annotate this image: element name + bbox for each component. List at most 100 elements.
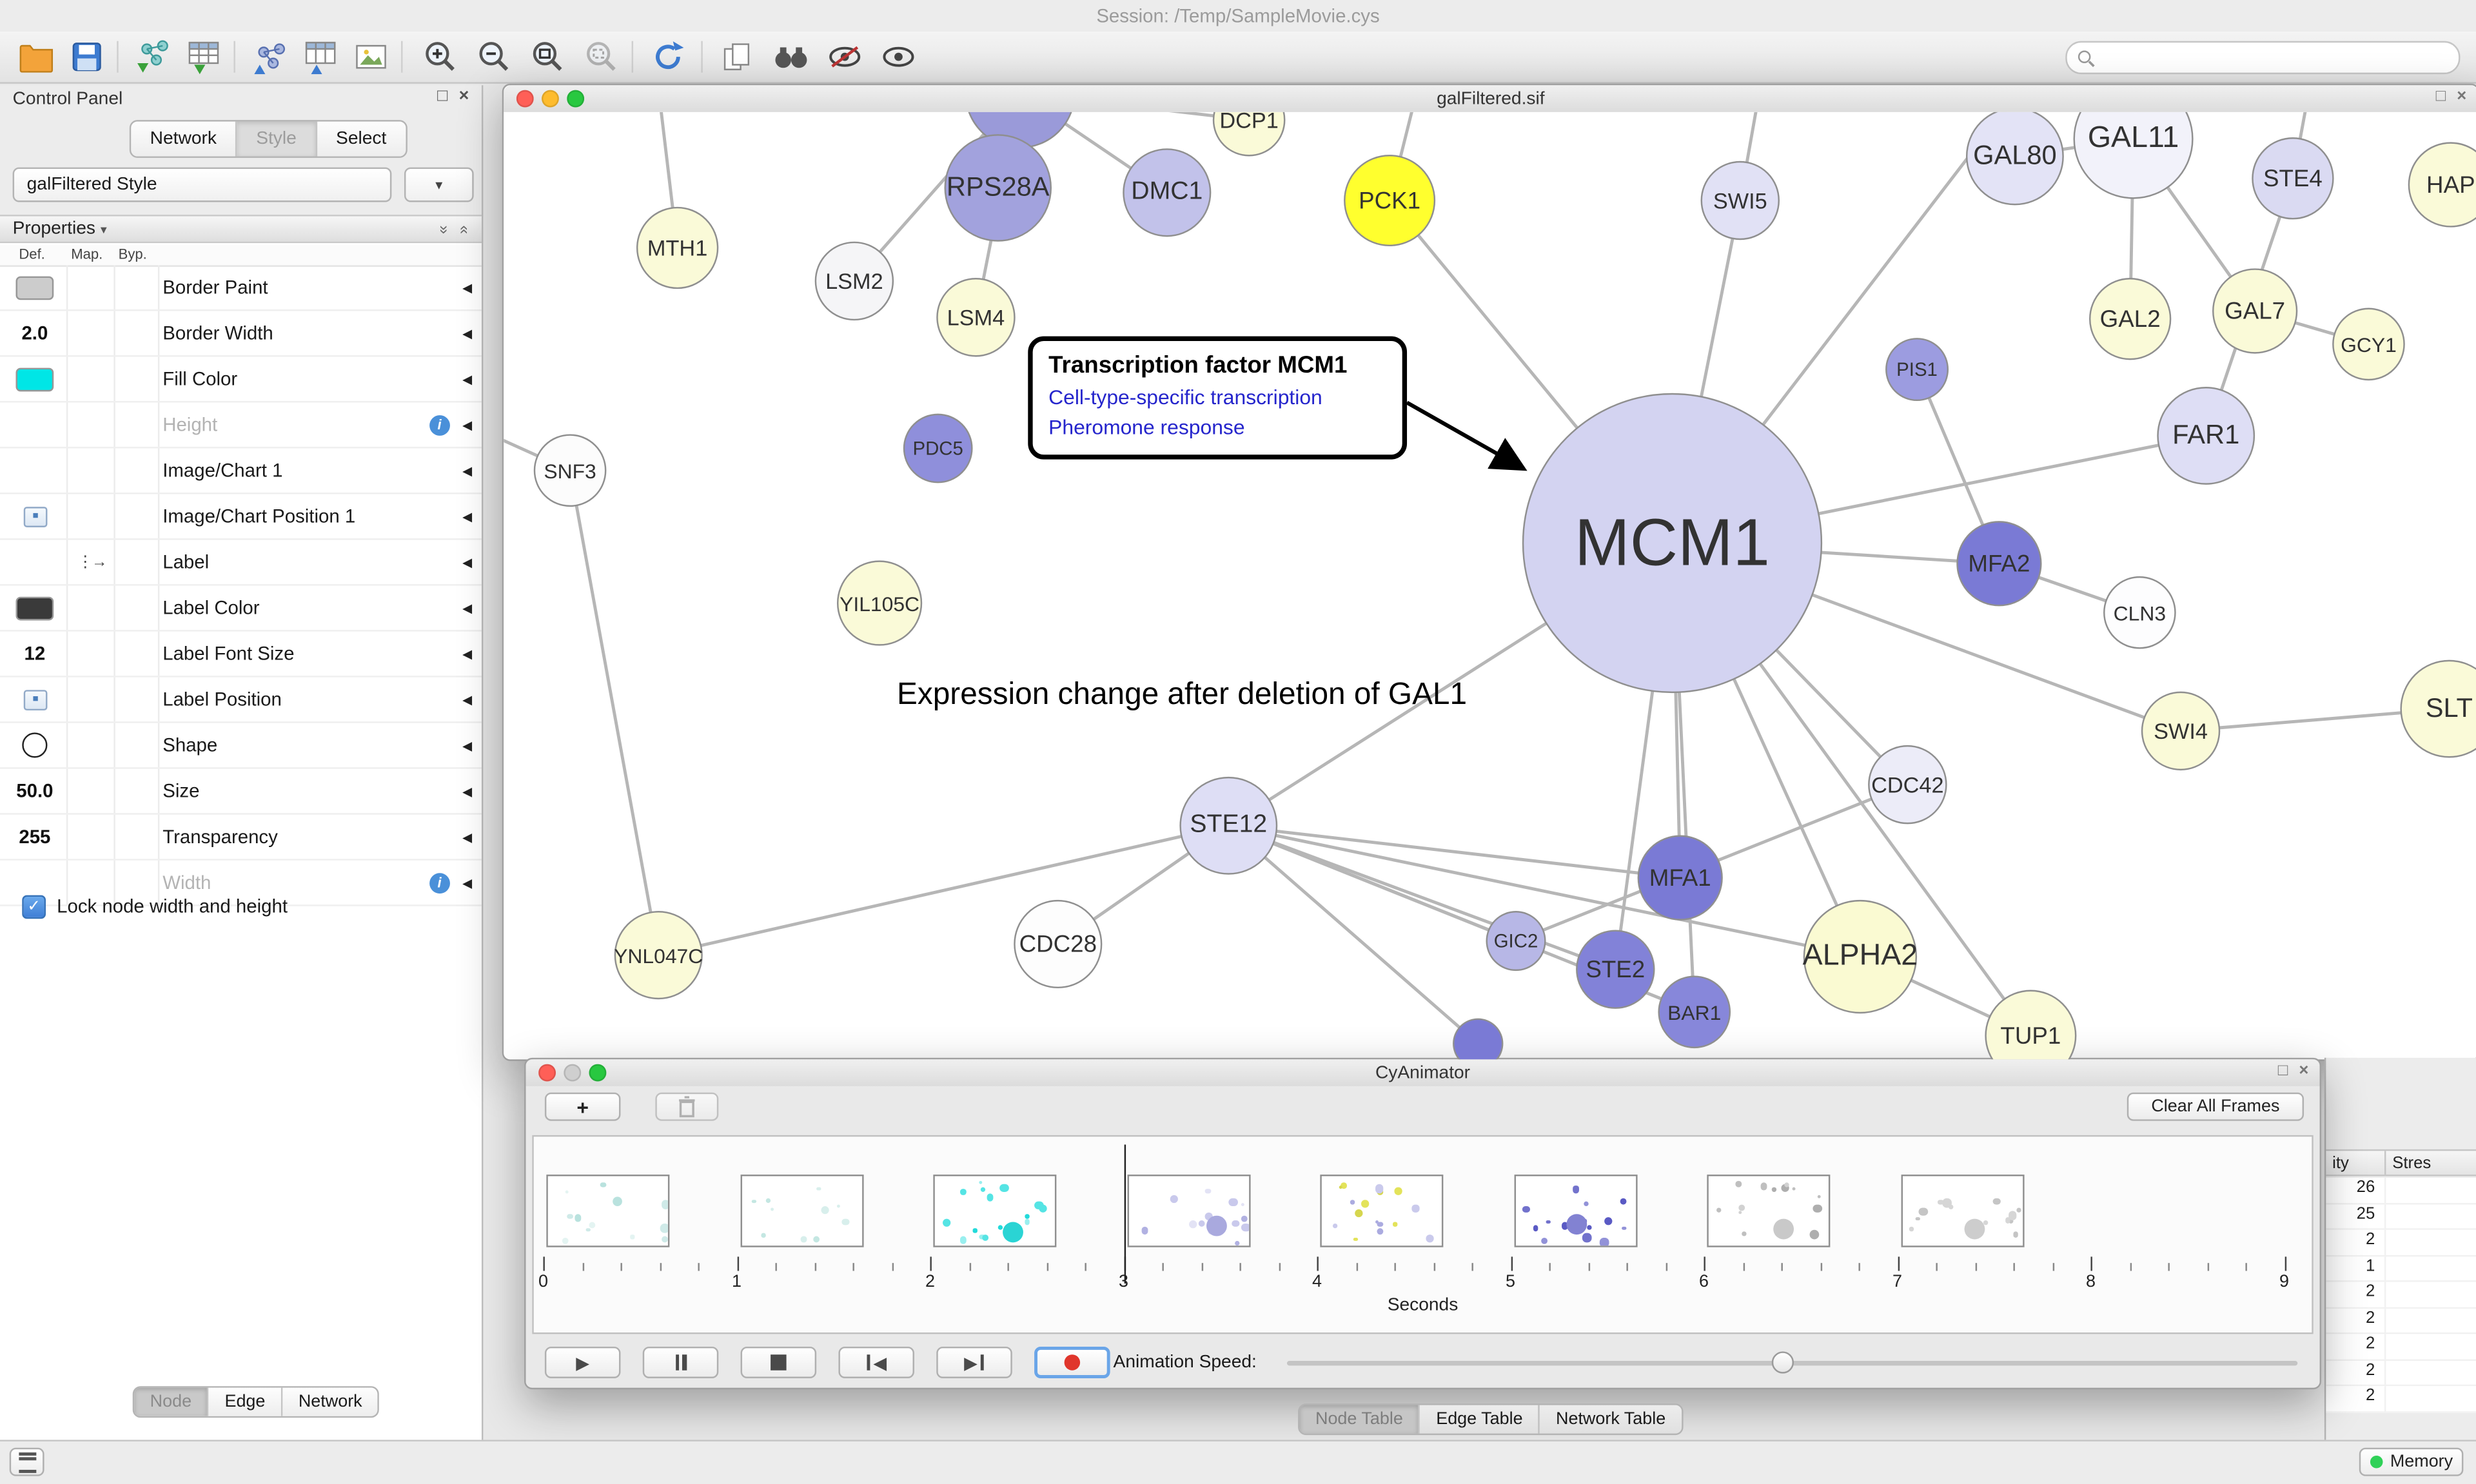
- default-value-cell[interactable]: [3, 723, 66, 768]
- network-node[interactable]: SWI4: [2141, 691, 2221, 771]
- zoom-fit-button[interactable]: [524, 36, 571, 77]
- tab-edge[interactable]: Edge: [208, 1387, 283, 1416]
- expand-arrow-icon[interactable]: ◀: [462, 554, 473, 569]
- expand-arrow-icon[interactable]: ◀: [462, 692, 473, 707]
- network-node[interactable]: LSM4: [936, 278, 1016, 357]
- network-node[interactable]: CDC28: [1014, 899, 1103, 989]
- mapping-cell[interactable]: ⋮→: [70, 540, 114, 585]
- network-node[interactable]: YIL105C: [836, 560, 923, 646]
- bypass-cell[interactable]: [117, 815, 158, 859]
- canvas-annotation-text[interactable]: Expression change after deletion of GAL1: [897, 677, 1468, 712]
- tab-network-style[interactable]: Network: [282, 1387, 378, 1416]
- bypass-cell[interactable]: [117, 265, 158, 309]
- expand-arrow-icon[interactable]: ◀: [462, 600, 473, 615]
- memory-button[interactable]: Memory: [2359, 1447, 2464, 1476]
- frame-thumbnail[interactable]: [546, 1175, 670, 1247]
- network-node[interactable]: PIS1: [1885, 338, 1949, 402]
- close-panel-icon[interactable]: ×: [458, 86, 469, 106]
- bypass-cell[interactable]: [117, 586, 158, 630]
- mapping-cell[interactable]: [70, 632, 114, 676]
- save-session-button[interactable]: [63, 36, 110, 77]
- frame-thumbnail[interactable]: [1513, 1175, 1637, 1247]
- bypass-cell[interactable]: [117, 311, 158, 355]
- import-table-button[interactable]: [180, 36, 227, 77]
- bypass-cell[interactable]: [117, 356, 158, 401]
- pause-button[interactable]: [642, 1346, 719, 1378]
- slider-thumb[interactable]: [1771, 1351, 1794, 1374]
- default-value-cell[interactable]: 2.0: [3, 311, 66, 355]
- network-node[interactable]: RPS28A: [944, 134, 1052, 242]
- network-node[interactable]: HAP: [2408, 142, 2476, 228]
- default-value-cell[interactable]: 255: [3, 815, 66, 859]
- cyanimator-titlebar[interactable]: CyAnimator □ ×: [526, 1059, 2320, 1088]
- collapse-all-icon[interactable]: »: [456, 224, 474, 233]
- mapping-cell[interactable]: [70, 449, 114, 493]
- network-node[interactable]: CLN3: [2103, 576, 2176, 649]
- mapping-cell[interactable]: [70, 815, 114, 859]
- timeline[interactable]: Seconds 0123456789: [532, 1135, 2314, 1334]
- default-value-cell[interactable]: [3, 402, 66, 447]
- panel-menu-button[interactable]: [9, 1447, 44, 1476]
- stop-button[interactable]: [740, 1346, 817, 1378]
- network-node[interactable]: GAL7: [2212, 268, 2298, 354]
- style-selector[interactable]: galFiltered Style: [12, 167, 392, 202]
- export-network-button[interactable]: [246, 36, 293, 77]
- show-all-button[interactable]: [875, 36, 922, 77]
- info-icon[interactable]: i: [429, 414, 450, 435]
- tab-style[interactable]: Style: [237, 121, 317, 157]
- tab-edge-table[interactable]: Edge Table: [1420, 1405, 1540, 1434]
- network-node[interactable]: MFA1: [1637, 835, 1723, 921]
- zoom-out-button[interactable]: [471, 36, 518, 77]
- network-node[interactable]: [1453, 1018, 1504, 1060]
- frame-thumbnail[interactable]: [1320, 1175, 1444, 1247]
- default-value-cell[interactable]: [3, 540, 66, 585]
- network-node[interactable]: DMC1: [1123, 148, 1212, 237]
- record-button[interactable]: [1034, 1346, 1110, 1378]
- properties-section-header[interactable]: Properties ▾ » »: [0, 215, 482, 244]
- export-image-button[interactable]: [348, 36, 395, 77]
- frame-thumbnail[interactable]: [1126, 1175, 1250, 1247]
- network-node[interactable]: PCK1: [1344, 155, 1436, 247]
- zoom-selected-button[interactable]: [578, 36, 625, 77]
- default-value-cell[interactable]: [3, 356, 66, 401]
- expand-arrow-icon[interactable]: ◀: [462, 509, 473, 523]
- default-value-cell[interactable]: [3, 678, 66, 722]
- default-value-cell[interactable]: 12: [3, 632, 66, 676]
- expand-arrow-icon[interactable]: ◀: [462, 463, 473, 478]
- close-window-button[interactable]: [538, 1064, 556, 1082]
- mapping-cell[interactable]: [70, 723, 114, 768]
- hide-selected-button[interactable]: [821, 36, 868, 77]
- network-node[interactable]: GAL2: [2089, 278, 2172, 360]
- default-value-cell[interactable]: 50.0: [3, 769, 66, 814]
- apply-layout-button[interactable]: [644, 36, 691, 77]
- expand-arrow-icon[interactable]: ◀: [462, 326, 473, 340]
- tab-node[interactable]: Node: [134, 1387, 209, 1416]
- table-row[interactable]: 2: [2326, 1334, 2476, 1360]
- zoom-window-button[interactable]: [589, 1064, 607, 1082]
- network-window-titlebar[interactable]: galFiltered.sif □ ×: [504, 85, 2476, 114]
- import-network-button[interactable]: [130, 36, 177, 77]
- find-button[interactable]: [767, 36, 814, 77]
- network-node[interactable]: GAL80: [1965, 112, 2064, 206]
- network-node[interactable]: STE12: [1179, 776, 1278, 875]
- export-table-button[interactable]: [297, 36, 344, 77]
- table-row[interactable]: 1: [2326, 1256, 2476, 1282]
- network-node[interactable]: LSM2: [814, 241, 894, 321]
- mapping-cell[interactable]: [70, 265, 114, 309]
- network-node[interactable]: GIC2: [1486, 911, 1546, 971]
- network-node[interactable]: GAL11: [2073, 112, 2194, 199]
- bypass-cell[interactable]: [117, 449, 158, 493]
- expand-arrow-icon[interactable]: ◀: [462, 417, 473, 432]
- network-node[interactable]: MFA2: [1956, 521, 2042, 607]
- minimize-window-button[interactable]: [542, 90, 559, 108]
- open-session-button[interactable]: [13, 36, 60, 77]
- expand-arrow-icon[interactable]: ◀: [462, 829, 473, 844]
- network-node[interactable]: BAR1: [1658, 975, 1731, 1049]
- table-header-cell[interactable]: Stres: [2392, 1154, 2432, 1173]
- table-header-cell[interactable]: ity: [2326, 1151, 2386, 1175]
- zoom-window-button[interactable]: [567, 90, 585, 108]
- network-node[interactable]: STE2: [1576, 930, 1655, 1009]
- animation-speed-slider[interactable]: [1286, 1351, 2298, 1374]
- network-node[interactable]: MCM1: [1522, 393, 1823, 694]
- bypass-cell[interactable]: [117, 540, 158, 585]
